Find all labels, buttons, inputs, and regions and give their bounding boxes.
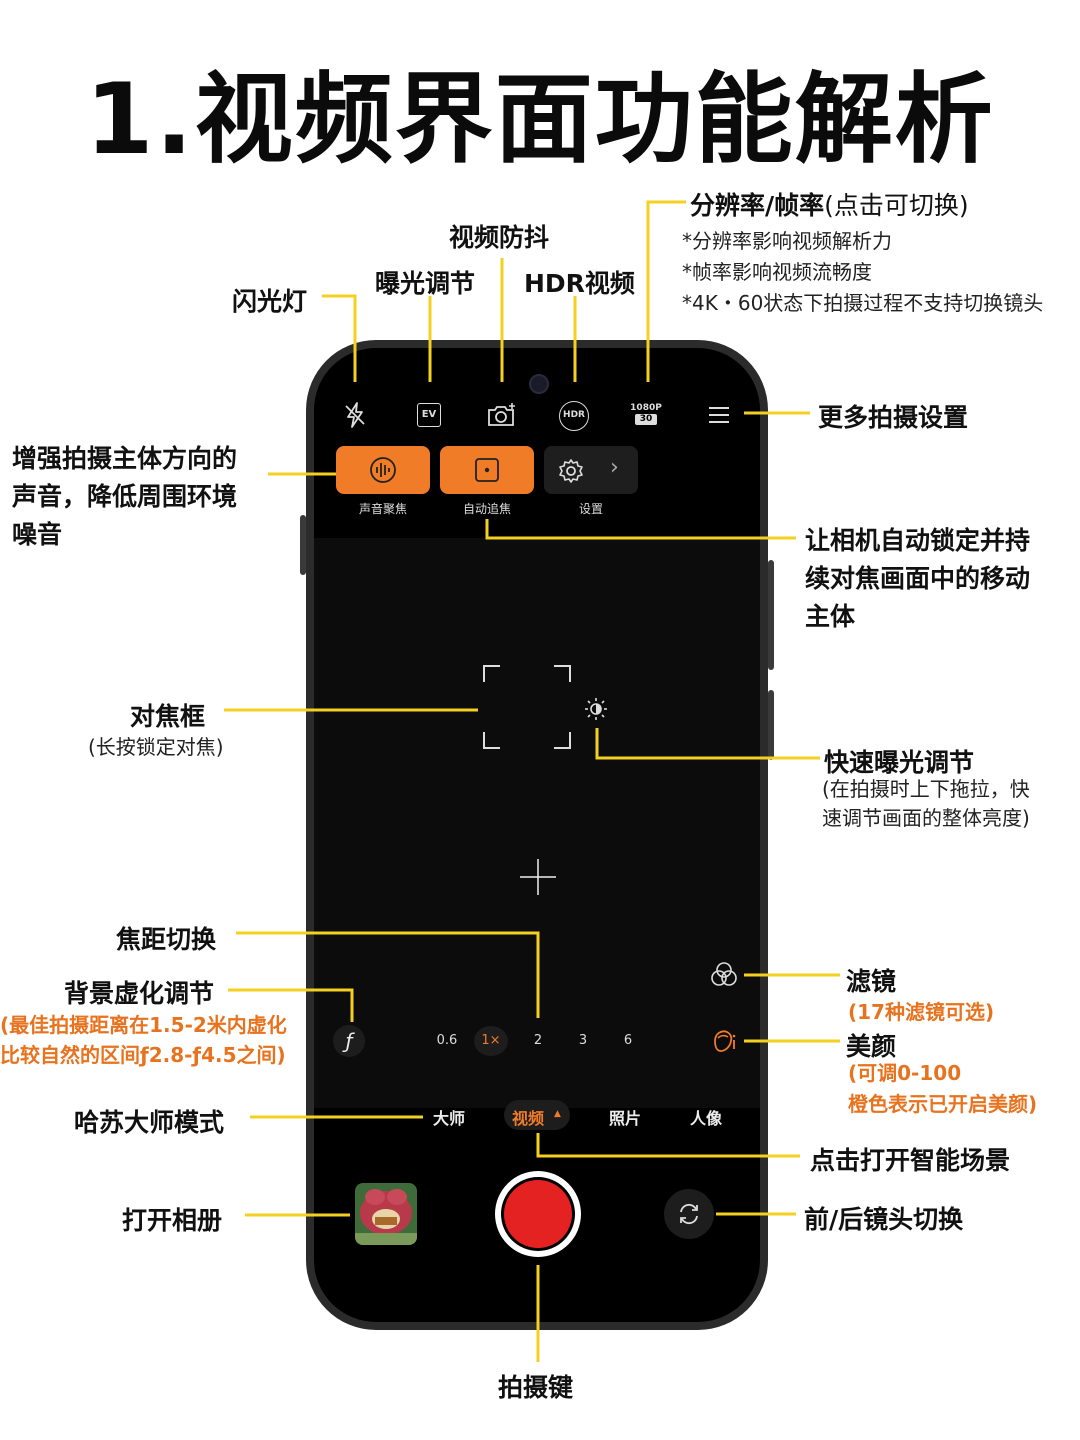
gear-icon	[559, 459, 583, 483]
page-title: 1.视频界面功能解析	[85, 63, 995, 177]
label-stabilization: 视频防抖	[449, 223, 550, 252]
label-hdr: HDR视频	[524, 269, 635, 298]
label-sound-focus-desc: 增强拍摄主体方向的 声音，降低周围环境 噪音	[12, 440, 237, 554]
auto-tracking-icon	[475, 458, 499, 482]
label-quick-exposure: 快速曝光调节	[824, 748, 975, 777]
label-smart-scene: 点击打开智能场景	[810, 1146, 1011, 1175]
label-focus-frame-sub: (长按锁定对焦)	[88, 735, 224, 759]
more-settings-menu-icon[interactable]	[707, 404, 731, 426]
label-exposure: 曝光调节	[375, 269, 476, 298]
label-focus-frame: 对焦框	[130, 702, 206, 731]
flash-icon[interactable]	[340, 400, 370, 430]
label-filter-sub: (17种滤镜可选)	[848, 1000, 995, 1024]
side-button-right-volume	[768, 560, 774, 670]
mode-portrait[interactable]: 人像	[689, 1109, 722, 1128]
stabilization-icon[interactable]	[485, 400, 519, 430]
resolution-note-2: *帧率影响视频流畅度	[682, 260, 872, 284]
mode-photo[interactable]: 照片	[608, 1109, 641, 1128]
zoom-level-2[interactable]: 2	[533, 1033, 543, 1048]
sound-focus-desc-line-3: 噪音	[12, 520, 63, 549]
zoom-level-0-6[interactable]: 0.6	[436, 1033, 458, 1048]
label-zoom-switch: 焦距切换	[116, 925, 217, 954]
label-quick-exposure-sub: (在拍摄时上下拖拉，快 速调节画面的整体亮度)	[822, 775, 1030, 833]
label-resolution: 分辨率/帧率(点击可切换)	[690, 186, 969, 222]
beauty-icon[interactable]	[710, 1027, 738, 1055]
auto-track-desc-line-3: 主体	[805, 602, 856, 631]
switch-camera-icon	[680, 1203, 698, 1225]
label-flash: 闪光灯	[232, 287, 308, 316]
label-album: 打开相册	[122, 1206, 223, 1235]
switch-camera-button[interactable]	[664, 1189, 714, 1239]
quick-exposure-sub-line-2: 速调节画面的整体亮度)	[822, 806, 1030, 830]
aperture-button[interactable]: ƒ	[333, 1025, 365, 1057]
auto-track-desc-line-2: 续对焦画面中的移动	[805, 564, 1031, 593]
filter-icon[interactable]	[710, 960, 738, 988]
sound-focus-chip[interactable]	[336, 446, 430, 494]
beauty-sub-line-1: (可调0-100	[848, 1061, 962, 1085]
zoom-level-3[interactable]: 3	[578, 1033, 588, 1048]
label-master-mode: 哈苏大师模式	[74, 1108, 225, 1137]
bokeh-sub-line-1: (最佳拍摄距离在1.5-2米内虚化	[0, 1013, 287, 1037]
framerate-text: 30	[635, 414, 657, 425]
side-button-left	[300, 515, 306, 575]
settings-chip[interactable]: ›	[544, 446, 638, 494]
sound-focus-icon	[370, 457, 396, 483]
sound-focus-desc-line-1: 增强拍摄主体方向的	[12, 444, 238, 473]
record-button-core	[504, 1180, 572, 1248]
label-filter: 滤镜	[846, 967, 897, 996]
label-auto-track-desc: 让相机自动锁定并持 续对焦画面中的移动 主体	[805, 522, 1030, 636]
side-button-right-power	[768, 690, 774, 760]
aperture-icon: ƒ	[345, 1029, 353, 1053]
resolution-framerate-button[interactable]: 1080P 30	[628, 403, 664, 427]
quick-exposure-sub-line-1: (在拍摄时上下拖拉，快	[822, 777, 1030, 801]
hdr-button[interactable]: HDR	[559, 401, 589, 431]
label-shutter: 拍摄键	[498, 1373, 574, 1402]
sound-focus-desc-line-2: 声音，降低周围环境	[12, 482, 238, 511]
resolution-note-1: *分辨率影响视频解析力	[682, 229, 892, 253]
label-switch-camera: 前/后镜头切换	[804, 1205, 964, 1234]
front-camera	[529, 374, 549, 394]
album-thumbnail[interactable]	[355, 1183, 417, 1245]
mode-video-label: 视频	[512, 1109, 545, 1128]
center-crosshair-icon	[518, 857, 558, 897]
resolution-note-3: *4K・60状态下拍摄过程不支持切换镜头	[682, 291, 1044, 315]
label-resolution-hint: (点击可切换)	[824, 191, 969, 220]
label-beauty-sub: (可调0-100 橙色表示已开启美颜)	[848, 1058, 1037, 1120]
chip-label-sound-focus: 声音聚焦	[358, 502, 407, 516]
zoom-level-1x[interactable]: 1×	[474, 1026, 508, 1056]
exposure-button[interactable]: EV	[417, 403, 441, 427]
bokeh-sub-line-2: 比较自然的区间ƒ2.8-ƒ4.5之间)	[0, 1043, 286, 1067]
quick-exposure-sun-icon[interactable]	[584, 697, 608, 721]
record-button[interactable]	[495, 1171, 581, 1257]
viewfinder[interactable]	[314, 538, 760, 1108]
mode-video-active[interactable]: 视频 ▲	[504, 1100, 570, 1130]
chip-label-auto-tracking: 自动追焦	[462, 502, 511, 516]
label-beauty: 美颜	[846, 1032, 897, 1061]
chip-label-settings: 设置	[578, 502, 603, 516]
focus-frame[interactable]	[482, 664, 572, 750]
mode-master[interactable]: 大师	[432, 1109, 465, 1128]
resolution-text: 1080P	[630, 403, 662, 413]
ev-label: EV	[421, 409, 437, 420]
beauty-sub-line-2: 橙色表示已开启美颜)	[848, 1092, 1038, 1116]
zoom-level-6[interactable]: 6	[623, 1033, 633, 1048]
caret-up-icon: ▲	[554, 1109, 561, 1119]
auto-tracking-chip[interactable]	[440, 446, 534, 494]
label-bokeh-sub: (最佳拍摄距离在1.5-2米内虚化 比较自然的区间ƒ2.8-ƒ4.5之间)	[0, 1010, 287, 1070]
label-more-settings: 更多拍摄设置	[818, 403, 969, 432]
label-resolution-title: 分辨率/帧率	[690, 191, 825, 220]
hdr-icon-label: HDR	[563, 410, 585, 420]
auto-track-desc-line-1: 让相机自动锁定并持	[805, 526, 1031, 555]
chevron-right-icon: ›	[610, 455, 619, 480]
label-bokeh: 背景虚化调节	[64, 979, 215, 1008]
